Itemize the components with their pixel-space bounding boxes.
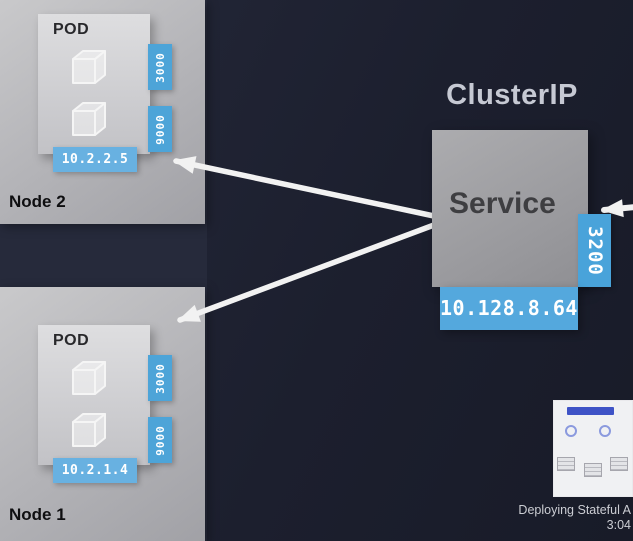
- arrow-incoming-to-service: [601, 199, 633, 218]
- node-2: POD 3000 9000 10.2.2.5 Node 2: [0, 0, 205, 224]
- node-2-pod: POD 3000 9000 10.2.2.5: [38, 14, 172, 172]
- node-1-pod-ip: 10.2.1.4: [53, 458, 137, 483]
- service-port-3200: 3200: [578, 214, 611, 287]
- pod-label: POD: [53, 332, 90, 349]
- video-preview-thumbnail[interactable]: [553, 400, 633, 497]
- preview-header-bar: [567, 407, 614, 415]
- node-1: POD 3000 9000 10.2.1.4 Node 1: [0, 287, 205, 541]
- arrow-service-to-node1: [177, 222, 437, 323]
- service-label: Service: [449, 187, 556, 220]
- port-label: 3000: [153, 51, 167, 83]
- container-cube-icon: [72, 413, 106, 447]
- preview-server-box: [610, 457, 628, 471]
- service-ip: 10.128.8.64: [440, 287, 578, 330]
- node-2-port-3000: 3000: [148, 44, 172, 90]
- gear-icon: [599, 425, 611, 437]
- node-2-pod-ip: 10.2.2.5: [53, 147, 137, 172]
- preview-caption: Deploying Stateful A 3:04: [518, 503, 631, 533]
- preview-timestamp: 3:04: [606, 518, 631, 532]
- preview-server-box: [584, 463, 602, 477]
- service-box: Service 3200: [432, 130, 611, 287]
- node-1-label: Node 1: [9, 505, 66, 524]
- port-label: 9000: [153, 113, 167, 145]
- arrow-service-to-node2: [173, 156, 437, 219]
- node-2-label: Node 2: [9, 192, 66, 211]
- node-1-port-9000: 9000: [148, 417, 172, 463]
- node-2-port-9000: 9000: [148, 106, 172, 152]
- preview-title: Deploying Stateful A: [518, 503, 631, 517]
- pod-label: POD: [53, 21, 90, 38]
- port-label: 3200: [583, 225, 606, 276]
- preview-server-box: [557, 457, 575, 471]
- container-cube-icon: [72, 50, 106, 84]
- gear-icon: [565, 425, 577, 437]
- port-label: 9000: [153, 424, 167, 456]
- container-cube-icon: [72, 102, 106, 136]
- node-1-pod: POD 3000 9000 10.2.1.4: [38, 325, 172, 483]
- cluster-ip-title: ClusterIP: [446, 79, 578, 111]
- node-1-port-3000: 3000: [148, 355, 172, 401]
- container-cube-icon: [72, 361, 106, 395]
- port-label: 3000: [153, 362, 167, 394]
